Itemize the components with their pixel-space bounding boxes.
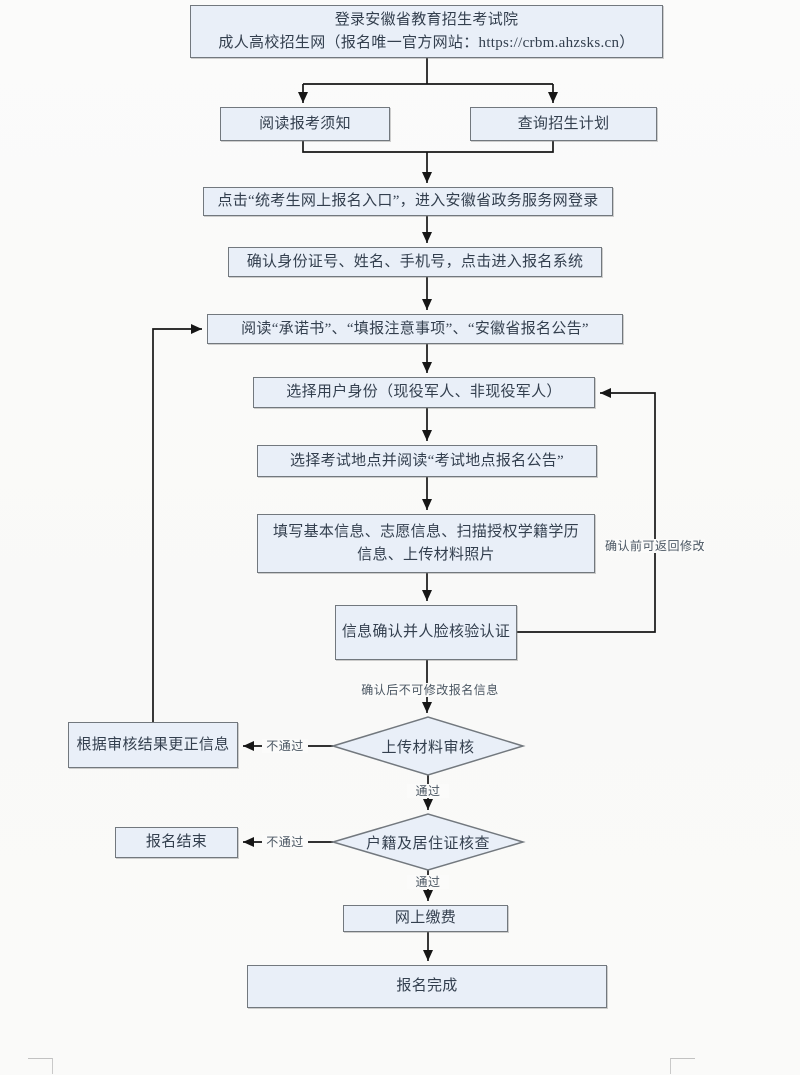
fill-info-label: 填写基本信息、志愿信息、扫描授权学籍学历信息、上传材料照片 [272,524,579,563]
node-read-docs: 阅读“承诺书”、“填报注意事项”、“安徽省报名公告” [207,314,623,344]
confirm-identity-label: 确认身份证号、姓名、手机号，点击进入报名系统 [246,253,584,270]
header-line1: 登录安徽省教育招生考试院 [334,12,519,28]
node-pay-online: 网上缴费 [343,905,508,932]
page-corner-mark-right [670,1058,695,1074]
pay-online-label: 网上缴费 [394,910,457,927]
edge-label-fail-check: 不通过 [262,835,308,849]
edge-label-before-confirm: 确认前可返回修改 [605,539,706,553]
edge-merge [302,141,554,153]
node-face-verification: 信息确认并人脸核验认证 [335,605,517,660]
edge-label-pass-review: 通过 [407,784,449,798]
node-header: 登录安徽省教育招生考试院 成人高校招生网（报名唯一官方网站：https://cr… [190,5,663,58]
read-notice-label: 阅读报考须知 [259,115,351,132]
page-corner-mark-left [28,1058,53,1074]
entry-login-label: 点击“统考生网上报名入口”，进入安徽省政务服务网登录 [217,193,599,210]
node-confirm-identity: 确认身份证号、姓名、手机号，点击进入报名系统 [228,247,602,277]
registration-end-label: 报名结束 [145,834,208,851]
correct-info-label: 根据审核结果更正信息 [76,736,230,753]
select-user-type-label: 选择用户身份（现役军人、非现役军人） [286,384,562,401]
node-select-exam-site: 选择考试地点并阅读“考试地点报名公告” [257,445,597,477]
edge-correct-loop [152,324,202,722]
node-correct-info: 根据审核结果更正信息 [68,722,238,768]
material-review-diamond [330,716,526,776]
node-registration-complete: 报名完成 [247,965,607,1008]
residence-check-label: 户籍及居住证核查 [365,835,490,852]
edge-label-pass-check: 通过 [407,875,449,889]
node-select-user-type: 选择用户身份（现役军人、非现役军人） [253,377,595,408]
material-review-label: 上传材料审核 [381,739,475,756]
edge-label-fail-review: 不通过 [262,739,308,753]
registration-complete-label: 报名完成 [396,978,458,995]
node-entry-login: 点击“统考生网上报名入口”，进入安徽省政务服务网登录 [203,187,613,216]
node-read-notice: 阅读报考须知 [220,107,390,141]
node-query-plan: 查询招生计划 [470,107,657,141]
node-fill-info: 填写基本信息、志愿信息、扫描授权学籍学历信息、上传材料照片 [257,514,595,573]
edge-modify-loop [517,388,656,633]
node-registration-end: 报名结束 [115,827,238,858]
select-exam-site-label: 选择考试地点并阅读“考试地点报名公告” [289,452,565,469]
header-line2: 成人高校招生网（报名唯一官方网站：https://crbm.ahzsks.cn） [218,34,635,51]
residence-check-diamond [330,813,526,871]
edge-label-after-confirm: 确认后不可修改报名信息 [360,683,500,697]
query-plan-label: 查询招生计划 [517,115,610,132]
face-verification-label: 信息确认并人脸核验认证 [341,624,511,641]
read-docs-label: 阅读“承诺书”、“填报注意事项”、“安徽省报名公告” [241,320,589,337]
